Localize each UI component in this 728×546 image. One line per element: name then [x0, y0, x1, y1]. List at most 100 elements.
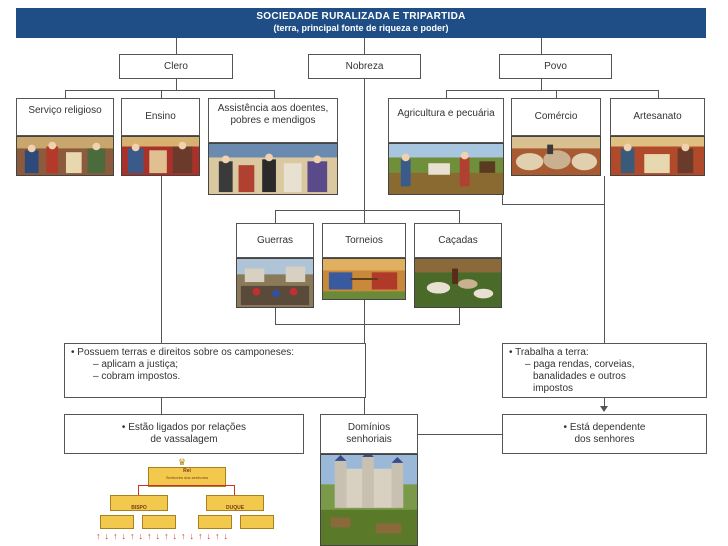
connector [275, 210, 276, 223]
pyramid-base-left-1 [100, 515, 134, 529]
group-povo-label: Povo [544, 61, 567, 72]
vassalage-line-2: de vassalagem [150, 434, 218, 445]
illustration-dominios-senhoriais [320, 454, 418, 546]
role-artesanato: Artesanato [610, 98, 705, 136]
work-line-4: impostos [533, 383, 574, 394]
role-label: Torneios [345, 235, 383, 246]
connector [161, 90, 162, 98]
crown-icon: ♛ [178, 457, 187, 467]
pyramid-left-label: BISPO [131, 505, 147, 511]
group-nobreza: Nobreza [308, 54, 421, 79]
group-clero: Clero [119, 54, 233, 79]
connector [161, 398, 162, 414]
pyramid-connector-top [138, 485, 235, 486]
pyramid-base-right-1 [198, 515, 232, 529]
role-label: Comércio [534, 111, 578, 122]
connector [418, 434, 502, 435]
dependent-line-1: • Está dependente [563, 422, 646, 433]
pyramid-top: Rei Senhores dos senhores [148, 467, 226, 487]
role-comercio: Comércio [511, 98, 601, 136]
connector [459, 308, 460, 324]
connector [658, 90, 659, 98]
connector [541, 38, 542, 54]
work-box: • Trabalha a terra: – paga rendas, corve… [502, 343, 707, 398]
privileged-line-3: – cobram impostos. [93, 371, 181, 382]
pyramid-connector-right [234, 485, 235, 495]
connector [275, 324, 460, 325]
illustration-cacadas [414, 258, 502, 308]
pyramid-left: BISPO [110, 495, 168, 511]
title-main: SOCIEDADE RURALIZADA E TRIPARTIDA [256, 11, 466, 22]
connector [556, 90, 557, 98]
connector [274, 90, 275, 98]
illustration-artesanato [610, 136, 705, 176]
domains-line-1: Domínios [347, 422, 391, 433]
connector [176, 38, 177, 54]
connector [275, 210, 460, 211]
illustration-assistencia [208, 143, 338, 195]
role-cacadas: Caçadas [414, 223, 502, 258]
role-label: Ensino [145, 111, 176, 122]
connector [604, 176, 605, 343]
dependent-line-2: dos senhores [574, 434, 635, 445]
connector [459, 210, 460, 223]
connector [364, 300, 365, 343]
illustration-agricultura [388, 143, 504, 195]
role-label: Caçadas [438, 235, 478, 246]
privileged-line-2: – aplicam a justiça; [93, 359, 179, 370]
illustration-guerras [236, 258, 314, 308]
domains-box: Domínios senhoriais [320, 414, 418, 454]
pyramid-base-right-2 [240, 515, 274, 529]
dependent-box: • Está dependente dos senhores [502, 414, 707, 454]
group-povo: Povo [499, 54, 612, 79]
pyramid-top-sub: Senhores dos senhores [165, 475, 209, 480]
pyramid-arrows: ↑↓↑↓↑↓↑↓↑↓↑↓↑↓↑↓ [96, 531, 232, 541]
connector [275, 308, 276, 324]
role-label: Guerras [256, 235, 294, 246]
title-subtitle: (terra, principal fonte de riqueza e pod… [273, 23, 449, 33]
connector [176, 79, 177, 90]
role-assistencia: Assistência aos doentes, pobres e mendig… [208, 98, 338, 143]
illustration-torneios [322, 258, 406, 300]
pyramid-top-label: Rei [183, 468, 191, 474]
connector [65, 90, 66, 98]
vassalage-line-1: • Estão ligados por relações [121, 422, 247, 433]
pyramid-base-left-2 [142, 515, 176, 529]
role-ensino: Ensino [121, 98, 200, 136]
role-label: Agricultura e pecuária [397, 108, 495, 119]
connector [541, 79, 542, 90]
illustration-servico-religioso [16, 136, 114, 176]
work-line-2: – paga rendas, corveias, [525, 359, 635, 370]
domains-line-2: senhoriais [346, 434, 392, 445]
connector [446, 90, 447, 98]
privileged-line-1: • Possuem terras e direitos sobre os cam… [71, 347, 295, 358]
connector [364, 38, 365, 54]
illustration-ensino [121, 136, 200, 176]
role-torneios: Torneios [322, 223, 406, 258]
vassalage-box: • Estão ligados por relações de vassalag… [64, 414, 304, 454]
role-label: Serviço religioso [28, 105, 102, 116]
connector [65, 90, 274, 91]
pyramid-connector-left [138, 485, 139, 495]
work-line-1: • Trabalha a terra: [509, 347, 589, 358]
role-label: Artesanato [633, 111, 682, 122]
connector [364, 210, 365, 223]
role-label: Assistência aos doentes, pobres e mendig… [217, 103, 329, 126]
connector [502, 195, 503, 204]
connector [364, 79, 365, 210]
connector [446, 90, 658, 91]
arrow-down-icon [600, 406, 608, 412]
connector [502, 204, 604, 205]
privileged-box: • Possuem terras e direitos sobre os cam… [64, 343, 366, 398]
connector [161, 176, 162, 343]
role-servico-religioso: Serviço religioso [16, 98, 114, 136]
connector [604, 398, 605, 406]
pyramid-right: DUQUE [206, 495, 264, 511]
work-line-3: banalidades e outros [533, 371, 626, 382]
role-agricultura: Agricultura e pecuária [388, 98, 504, 143]
pyramid-right-label: DUQUE [225, 505, 245, 511]
connector [364, 398, 365, 414]
title-banner: SOCIEDADE RURALIZADA E TRIPARTIDA (terra… [16, 8, 706, 38]
feudal-pyramid: ♛ Rei Senhores dos senhores BISPO DUQUE … [96, 455, 276, 546]
